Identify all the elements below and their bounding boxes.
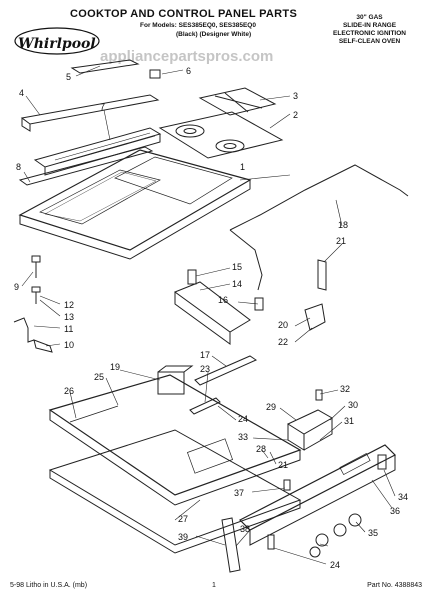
part-control-box — [286, 409, 334, 435]
part-lower-frame — [48, 374, 302, 496]
callout-6: 6 — [186, 66, 191, 76]
product-line-4: SELF-CLEAN OVEN — [338, 38, 401, 45]
callout-35: 35 — [368, 528, 378, 538]
callout-5: 5 — [66, 72, 71, 82]
page-number: 1 — [212, 582, 216, 589]
callout-29: 29 — [266, 402, 276, 412]
callout-4: 4 — [19, 88, 24, 98]
page-title: COOKTOP AND CONTROL PANEL PARTS — [70, 8, 298, 20]
callout-15: 15 — [232, 262, 242, 272]
callout-10: 10 — [64, 340, 74, 350]
callout-17: 17 — [200, 350, 210, 360]
callout-18: 18 — [338, 220, 348, 230]
callout-12: 12 — [64, 300, 74, 310]
part-vent-bar — [20, 94, 160, 125]
part-valve-bracket — [173, 281, 251, 333]
callout-28: 28 — [256, 444, 266, 454]
part-clip — [149, 69, 161, 79]
callout-38: 38 — [240, 524, 250, 534]
callout-14: 14 — [232, 279, 242, 289]
callout-21-bottom: 21 — [278, 460, 288, 470]
part-rail — [194, 355, 258, 386]
callout-32: 32 — [340, 384, 350, 394]
part-burner-plate — [158, 111, 284, 159]
callout-26: 26 — [64, 386, 74, 396]
callout-34: 34 — [398, 492, 408, 502]
callout-2: 2 — [293, 110, 298, 120]
callout-19: 19 — [110, 362, 120, 372]
callout-9: 9 — [14, 282, 19, 292]
product-line-1: 30" GAS — [356, 14, 383, 21]
callout-31: 31 — [344, 416, 354, 426]
callout-25: 25 — [94, 372, 104, 382]
callout-23: 23 — [200, 364, 210, 374]
model-colors: (Black) (Designer White) — [176, 31, 252, 38]
callout-22: 22 — [278, 337, 288, 347]
part-gasket — [18, 146, 154, 186]
product-line-3: ELECTRONIC IGNITION — [333, 30, 406, 37]
callout-13: 13 — [64, 312, 74, 322]
callout-8: 8 — [16, 162, 21, 172]
callout-21-top: 21 — [336, 236, 346, 246]
print-info: 5-98 Litho in U.S.A. (mb) — [10, 582, 88, 589]
callout-27: 27 — [178, 514, 188, 524]
callout-30: 30 — [348, 400, 358, 410]
part-trim-strip — [70, 59, 140, 74]
part-number: Part No. 4388843 — [367, 582, 422, 589]
callout-3: 3 — [293, 91, 298, 101]
product-description: 30" GAS SLIDE-IN RANGE ELECTRONIC IGNITI… — [333, 14, 406, 46]
model-numbers: For Models: SES385EQ0, SES385EQ0 — [140, 22, 256, 29]
callout-11: 11 — [64, 324, 73, 334]
part-burner-grate — [198, 87, 277, 116]
callout-16: 16 — [218, 295, 228, 305]
callout-33: 33 — [238, 432, 248, 442]
part-knob — [315, 533, 329, 547]
part-gas-tube — [229, 164, 409, 231]
part-support-leg — [221, 517, 241, 573]
callout-24-bottom: 24 — [330, 560, 340, 570]
brand-logo — [14, 27, 100, 55]
callout-20: 20 — [278, 320, 288, 330]
callout-24-mid: 24 — [238, 414, 248, 424]
callout-7: 7 — [100, 102, 105, 112]
product-line-2: SLIDE-IN RANGE — [342, 22, 397, 29]
brand-logo-text: Whirlpool — [18, 36, 96, 52]
watermark: appliancepartspros.com — [100, 48, 274, 65]
part-control-panel — [238, 444, 397, 531]
callout-36: 36 — [390, 506, 400, 516]
callout-1: 1 — [240, 162, 245, 172]
callout-37: 37 — [234, 488, 244, 498]
callout-39: 39 — [178, 532, 188, 542]
